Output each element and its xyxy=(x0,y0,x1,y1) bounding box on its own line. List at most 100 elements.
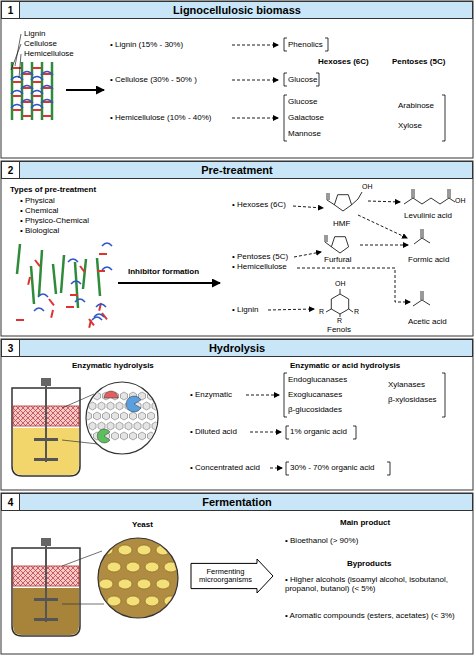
cellulose-fiber xyxy=(31,62,34,120)
hemicellulose-strand xyxy=(43,115,51,117)
heading-label: Hexoses (6C) xyxy=(318,58,369,67)
glucose-ring xyxy=(125,422,132,430)
dashed-arrows xyxy=(232,45,278,118)
phenol-structure xyxy=(326,289,353,317)
text-label: • Diluted acid xyxy=(190,428,237,437)
section-panel xyxy=(1,339,473,490)
brackets xyxy=(284,38,445,141)
hemicellulose-strand xyxy=(33,109,41,111)
glucose-ring xyxy=(130,432,137,440)
section-number: 4 xyxy=(2,494,20,510)
section-number: 1 xyxy=(2,2,20,18)
atom-label: R xyxy=(319,308,324,316)
process-arrow xyxy=(66,89,104,91)
text-label: Xylose xyxy=(398,122,422,131)
hemicellulose-strand xyxy=(43,87,51,89)
glucose-ring xyxy=(107,402,114,410)
text-label: • Bioethanol (> 90%) xyxy=(285,537,358,546)
lignin-fragment xyxy=(68,259,78,262)
bracket xyxy=(353,426,356,439)
hemicellulose-strand xyxy=(33,67,41,69)
yeast-cells xyxy=(99,545,178,606)
glucose-ring xyxy=(116,422,123,430)
lignin-fragment xyxy=(75,299,85,302)
text-label: • Hemicellulose (10% - 40%) xyxy=(110,114,212,123)
yeast-cell xyxy=(164,596,178,606)
hemicellulose-strand xyxy=(23,115,31,117)
cellulose-fragment xyxy=(17,244,20,274)
leader-line xyxy=(11,34,21,78)
atom-label: OH xyxy=(362,183,373,191)
text-label: • Concentrated acid xyxy=(190,464,260,473)
section-number: 2 xyxy=(2,162,20,178)
hemicellulose-strand xyxy=(13,81,21,83)
dashed-arrow xyxy=(358,215,407,238)
glucose-ring xyxy=(139,432,146,440)
dashed-arrow xyxy=(246,395,279,396)
zoom-circle xyxy=(86,382,158,454)
section-number: 4 xyxy=(8,497,14,508)
glucose-ring xyxy=(103,412,110,420)
yeast-cell xyxy=(126,562,140,572)
cellulose-fragment xyxy=(31,266,34,304)
glucose-ring xyxy=(121,412,128,420)
chemical-structures xyxy=(325,189,455,317)
glucose-ring xyxy=(85,412,92,420)
lignin-strand xyxy=(11,105,23,109)
text-label: Formic acid xyxy=(408,256,449,265)
pretreated-fibers xyxy=(16,243,112,328)
lignin-fragment xyxy=(96,304,106,307)
hemicellulose-fragment xyxy=(16,319,24,321)
dashed-arrow xyxy=(270,468,282,469)
glucose-ring xyxy=(139,412,146,420)
section-title: Hydrolysis xyxy=(209,342,265,354)
bracket xyxy=(284,38,287,51)
atom-label: R xyxy=(354,308,359,316)
hemicellulose-strand xyxy=(13,95,21,97)
hemicellulose-strand xyxy=(33,95,41,97)
bracket xyxy=(284,95,287,141)
hemicellulose-fragment xyxy=(28,277,30,285)
bracket xyxy=(442,95,445,141)
section-header: Hydrolysis 3 xyxy=(1,339,473,357)
section-number: 3 xyxy=(2,340,20,356)
yeast-cell xyxy=(137,545,151,555)
hemicellulose-fragment xyxy=(35,260,40,266)
dashed-arrows xyxy=(246,395,282,468)
cellulose-fiber xyxy=(41,62,44,120)
section-header: Lignocellulosic biomass1 xyxy=(1,1,473,19)
glucose-ring xyxy=(116,402,123,410)
section-number: 1 xyxy=(8,5,14,16)
bioreactor xyxy=(12,378,80,476)
glucose-ring xyxy=(85,392,92,400)
hemicellulose-strand xyxy=(23,101,31,103)
text-label: Glucose xyxy=(288,76,317,85)
text-label: 1% organic acid xyxy=(290,428,347,437)
text-label: Galactose xyxy=(288,114,324,123)
glucose-ring xyxy=(98,402,105,410)
lignin-strand xyxy=(11,77,23,81)
cellulose-fragment xyxy=(53,264,56,294)
hemicellulose-strand xyxy=(23,73,31,75)
bracket xyxy=(286,462,289,475)
hemicellulose-fragment xyxy=(97,270,105,272)
yeast-cell xyxy=(107,596,121,606)
hemicellulose-strand xyxy=(43,101,51,103)
lignin-fragment xyxy=(102,243,112,246)
arrow-box: Fermenting microorganisms xyxy=(190,558,274,594)
section-header: Fermentation4 xyxy=(1,493,473,511)
atom-label: OH xyxy=(335,280,346,288)
glucose-ring xyxy=(94,412,101,420)
text-label: • Pentoses (5C) xyxy=(232,253,288,262)
cellulose-fiber xyxy=(21,62,24,120)
lignin-strand xyxy=(31,105,43,109)
text-label: • Aromatic compounds (esters, acetates) … xyxy=(285,612,467,621)
dashed-arrows xyxy=(268,201,410,310)
cellulose-fragment xyxy=(97,258,100,296)
yeast-cell xyxy=(99,545,113,555)
enzyme xyxy=(126,396,141,412)
enzyme xyxy=(104,391,118,398)
glucose-ring xyxy=(134,422,141,430)
text-label: • Cellulose (30% - 50% ) xyxy=(110,76,197,85)
text-label: Xylanases xyxy=(388,381,425,390)
